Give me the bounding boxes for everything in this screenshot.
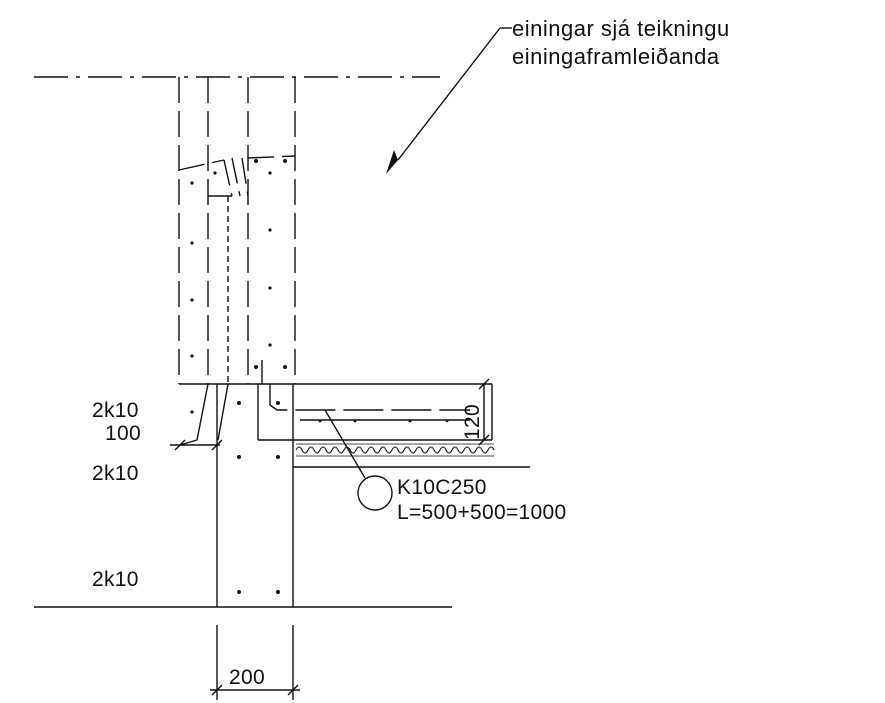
rebar-length: L=500+500=1000 (397, 501, 567, 524)
rebar-label-bottom: 2k10 (92, 568, 139, 591)
rebar-label-mid: 2k10 (92, 462, 139, 485)
rebar-mark: K10C250 (397, 476, 487, 499)
dimension-100: 100 (105, 422, 141, 445)
dimension-200: 200 (229, 666, 265, 689)
annotation-line1: einingar sjá teikningu (512, 16, 730, 41)
rebar-label-top: 2k10 (92, 399, 139, 422)
rebar-dots (190, 159, 449, 594)
precast-wall (178, 77, 296, 384)
slab-rebar (269, 384, 470, 411)
rebar-leader (324, 409, 366, 479)
rebar-bubble (357, 475, 393, 511)
insulation (295, 446, 495, 454)
dimension-120: 120 (461, 404, 484, 440)
annotation-leader (397, 27, 501, 161)
annotation-line2: einingaframleiðanda (512, 44, 720, 69)
foundation-wall (216, 384, 294, 607)
